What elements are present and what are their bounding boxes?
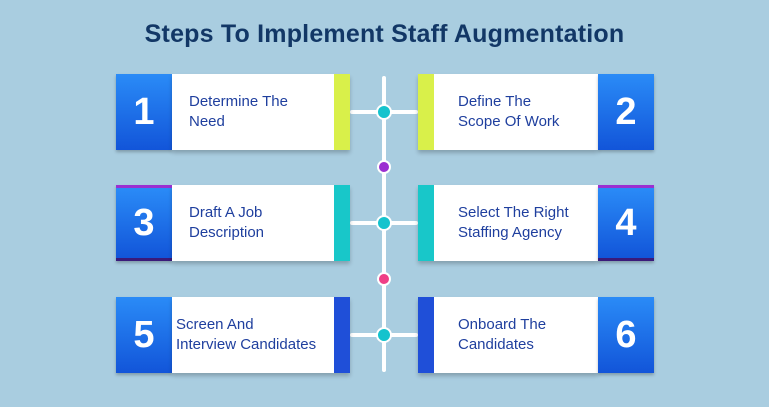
step-number-4: 4 xyxy=(598,185,654,261)
step-number-2: 2 xyxy=(598,74,654,150)
step-card-5: 5 Screen And Interview Candidates xyxy=(116,297,350,373)
step-label-4: Select The Right Staffing Agency xyxy=(458,204,569,241)
page-title: Steps To Implement Staff Augmentation xyxy=(144,20,625,48)
step-card-body-2: Define The Scope Of Work xyxy=(418,74,598,150)
step-label-6: Onboard The Candidates xyxy=(458,316,547,353)
row-3-node-dot xyxy=(376,327,392,343)
step-accent-tab-4 xyxy=(418,185,434,261)
step-card-body-6: Onboard The Candidates xyxy=(418,297,598,373)
step-card-4: Select The Right Staffing Agency 4 xyxy=(418,185,654,261)
step-accent-tab-6 xyxy=(418,297,434,373)
separator-dot-purple xyxy=(377,160,391,174)
step-card-body-4: Select The Right Staffing Agency xyxy=(418,185,598,261)
step-card-2: Define The Scope Of Work 2 xyxy=(418,74,654,150)
row-1-node-dot xyxy=(376,104,392,120)
separator-dot-pink xyxy=(377,272,391,286)
step-card-6: Onboard The Candidates 6 xyxy=(418,297,654,373)
step-number-3: 3 xyxy=(116,185,172,261)
step-label-5: Screen And Interview Candidates xyxy=(176,316,317,353)
step-accent-tab-3 xyxy=(334,185,350,261)
step-accent-tab-2 xyxy=(418,74,434,150)
step-number-1: 1 xyxy=(116,74,172,150)
step-number-5: 5 xyxy=(116,297,172,373)
step-accent-tab-1 xyxy=(334,74,350,150)
step-number-6: 6 xyxy=(598,297,654,373)
step-label-2: Define The Scope Of Work xyxy=(458,93,560,130)
step-card-body-1: Determine The Need xyxy=(172,74,350,150)
step-card-1: 1 Determine The Need xyxy=(116,74,350,150)
step-accent-tab-5 xyxy=(334,297,350,373)
row-2-node-dot xyxy=(376,215,392,231)
step-label-3: Draft A Job Description xyxy=(189,204,265,241)
step-label-1: Determine The Need xyxy=(189,93,288,130)
step-card-body-5: Screen And Interview Candidates xyxy=(172,297,350,373)
step-card-3: 3 Draft A Job Description xyxy=(116,185,350,261)
step-card-body-3: Draft A Job Description xyxy=(172,185,350,261)
